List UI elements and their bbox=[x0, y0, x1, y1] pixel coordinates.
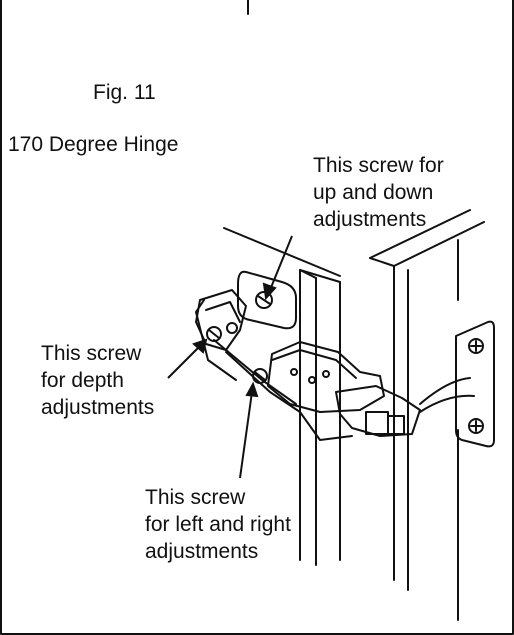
mounting-plate bbox=[237, 270, 297, 330]
callout-line: adjustments bbox=[41, 396, 155, 419]
door-panel bbox=[369, 209, 485, 621]
callout-line: This screw bbox=[145, 486, 246, 509]
callout-line: adjustments bbox=[313, 208, 427, 231]
hinge-body bbox=[267, 341, 421, 441]
callout-line: adjustments bbox=[145, 540, 259, 563]
callout-line: This screw for bbox=[313, 154, 444, 177]
callout-left-right: This screw for left and right adjustment… bbox=[145, 484, 291, 565]
door-cup-plate bbox=[419, 320, 495, 448]
hinge-arm bbox=[195, 289, 301, 413]
leader-left-right bbox=[239, 381, 259, 479]
callout-line: up and down bbox=[313, 181, 434, 204]
leader-depth bbox=[167, 338, 208, 379]
callout-up-down: This screw for up and down adjustments bbox=[313, 152, 444, 233]
leader-up-down bbox=[262, 235, 293, 301]
figure-number: Fig. 11 bbox=[93, 81, 156, 104]
callout-line: This screw bbox=[41, 342, 142, 365]
callout-line: for left and right bbox=[145, 513, 291, 536]
figure-title: 170 Degree Hinge bbox=[8, 133, 179, 156]
cabinet-side-panel bbox=[223, 227, 341, 566]
callout-depth: This screw for depth adjustments bbox=[41, 340, 154, 421]
callout-line: for depth bbox=[41, 369, 124, 392]
